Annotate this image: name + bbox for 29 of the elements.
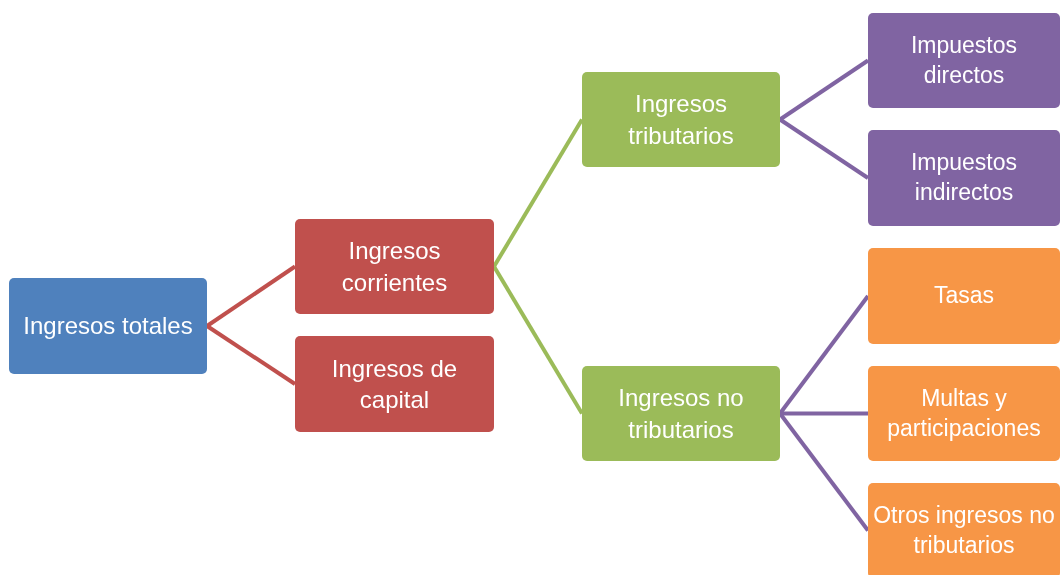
connector-line	[492, 265, 584, 415]
connector-line	[778, 58, 870, 122]
category-box	[868, 483, 1060, 575]
connector-line	[492, 118, 584, 268]
box-label: Ingresos no tributarios	[617, 383, 745, 445]
category-box	[868, 13, 1060, 108]
box-label: Impuestos indirectos	[909, 148, 1019, 207]
box-label: Ingresos tributarios	[627, 89, 735, 151]
box-label: Ingresos corrientes	[340, 236, 449, 298]
connector-line	[205, 324, 297, 386]
box-label: Otros ingresos no tributarios	[872, 500, 1056, 560]
connector-line	[778, 412, 870, 532]
box-label: Multas y participaciones	[886, 383, 1042, 443]
connector-line	[780, 411, 868, 416]
box-label: Ingresos totales	[23, 311, 193, 342]
connector-line	[778, 294, 870, 415]
category-box	[582, 72, 780, 167]
category-box	[9, 278, 207, 374]
category-box	[868, 130, 1060, 226]
category-box	[295, 219, 494, 314]
category-box	[868, 366, 1060, 461]
connector-line	[778, 117, 870, 180]
category-box	[582, 366, 780, 461]
box-label: Ingresos de capital	[330, 353, 459, 415]
category-box	[295, 336, 494, 432]
category-box	[868, 248, 1060, 344]
box-label: Tasas	[933, 281, 995, 311]
connector-line	[205, 264, 297, 328]
box-label: Impuestos directos	[909, 30, 1019, 90]
